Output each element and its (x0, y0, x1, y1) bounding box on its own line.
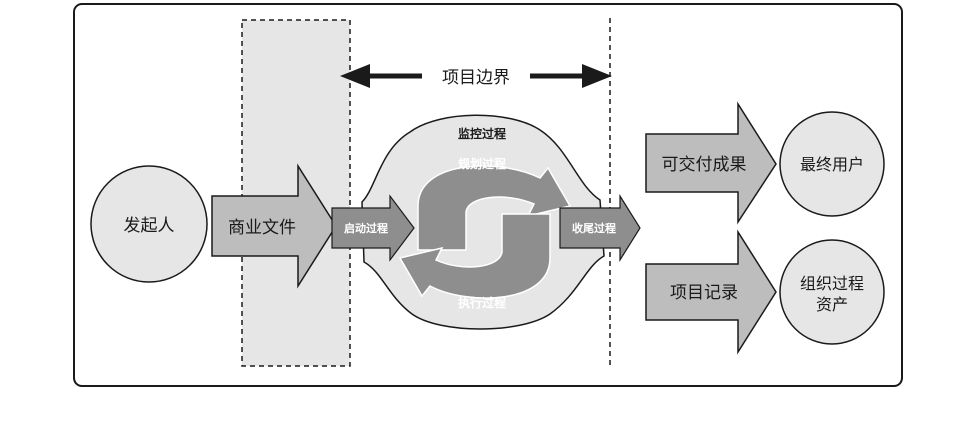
initiating-label: 启动过程 (344, 221, 388, 235)
initiator-circle (90, 165, 208, 283)
closing-arrow (559, 193, 641, 263)
planning-arrow (417, 165, 572, 251)
business-docs-label: 商业文件 (228, 218, 296, 238)
closing-label: 收尾过程 (572, 221, 616, 235)
initiator-label: 发起人 (124, 216, 175, 236)
monitor-label: 监控过程 (458, 126, 506, 141)
executing-label: 执行过程 (458, 295, 506, 310)
business-docs-arrow (211, 163, 337, 289)
end-users-label: 最终用户 (800, 155, 864, 174)
org-assets-circle (779, 239, 885, 345)
org-assets-label-line1: 组织过程 (800, 274, 864, 293)
business-docs-band (241, 19, 351, 367)
project-records-label: 项目记录 (670, 283, 738, 303)
deliverables-label: 可交付成果 (662, 155, 747, 175)
executing-arrow (398, 213, 551, 299)
planning-label: 规划过程 (458, 156, 506, 171)
org-assets-label-line2: 资产 (816, 295, 848, 314)
boundary-arrow-right (530, 64, 612, 88)
initiating-arrow (331, 194, 415, 262)
deliverables-arrow (645, 101, 777, 225)
boundary-label: 项目边界 (442, 68, 510, 88)
end-users-circle (779, 111, 885, 217)
project-records-arrow (645, 229, 777, 355)
boundary-arrow-left (340, 64, 422, 88)
